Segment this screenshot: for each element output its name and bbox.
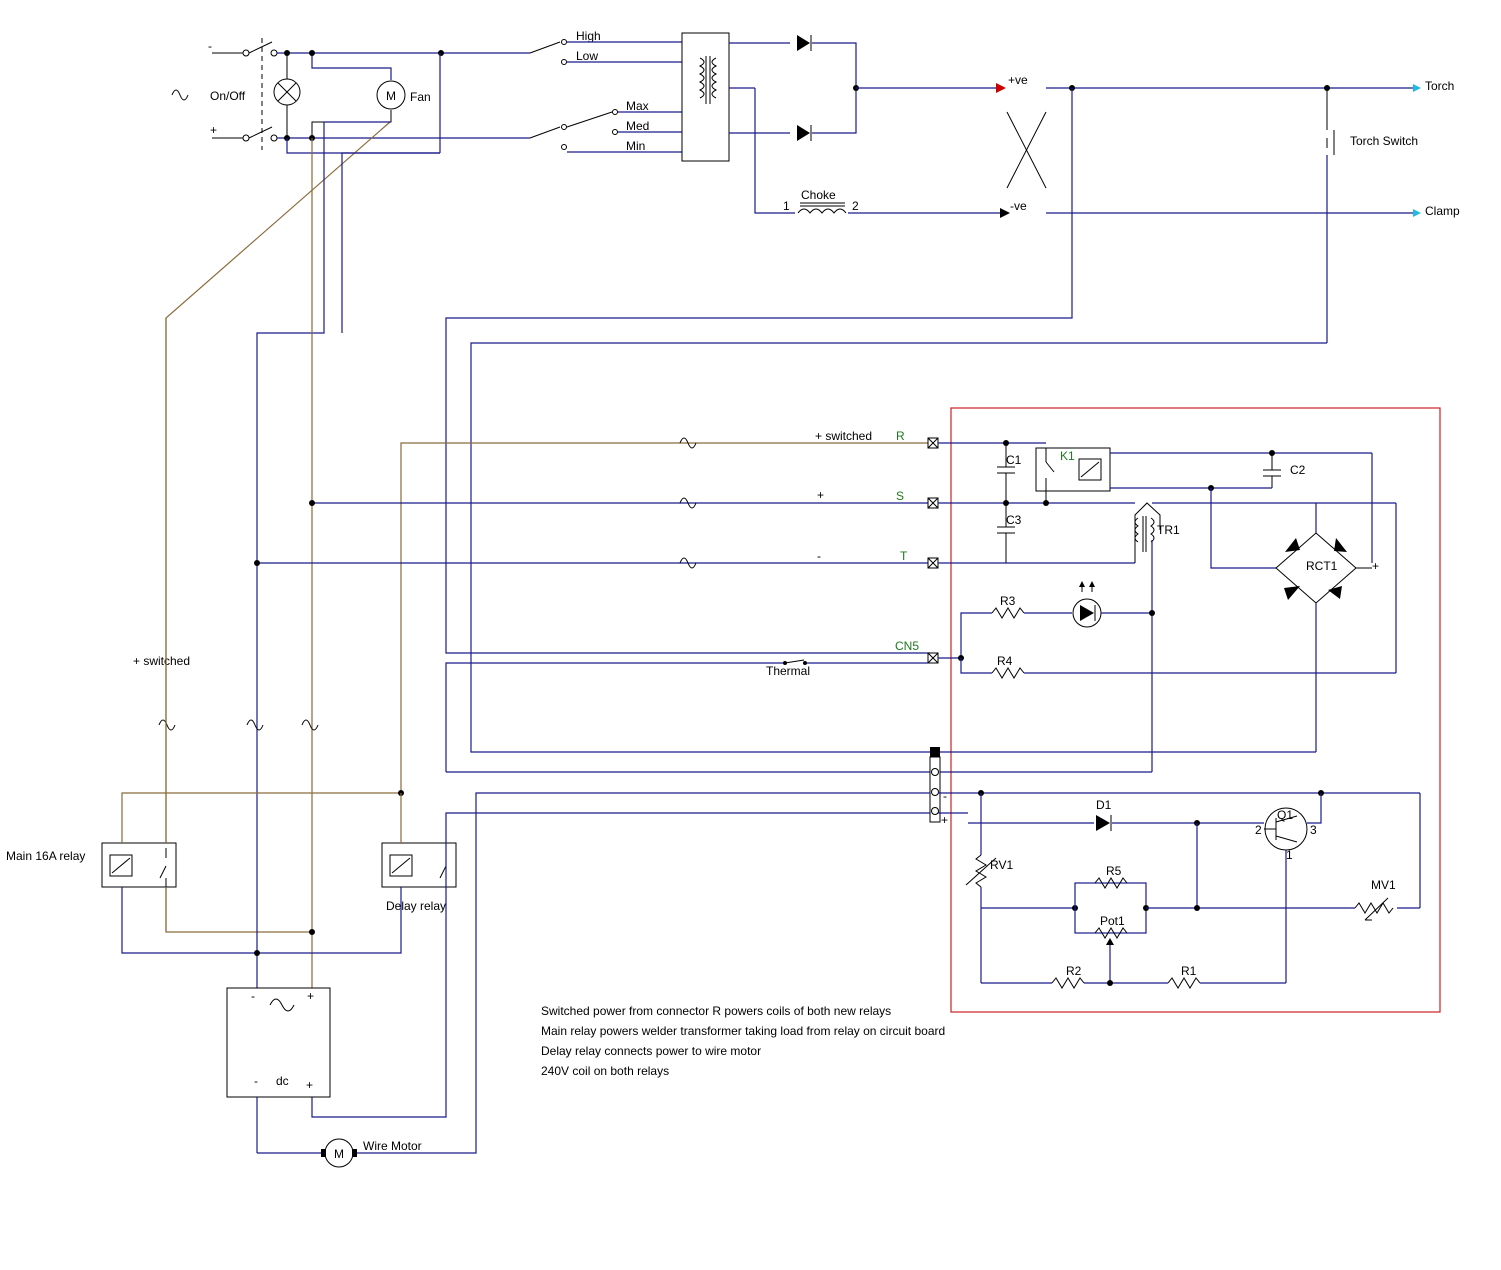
r3-label: R3 xyxy=(1000,594,1016,608)
fan-m-glyph: M xyxy=(386,89,396,103)
fan-label: Fan xyxy=(410,90,431,104)
torch-label: Torch xyxy=(1425,79,1454,93)
dc-power-supply: - + - dc + xyxy=(226,987,331,1154)
connector-r-row: + switched R xyxy=(400,429,939,793)
rct1-label: RCT1 xyxy=(1306,559,1338,573)
main-16a-relay: Main 16A relay xyxy=(6,318,404,954)
q1-pin3-label: 3 xyxy=(1310,823,1317,837)
blue-feed-1 xyxy=(256,121,390,1097)
delay-relay-label: Delay relay xyxy=(386,899,446,913)
mv1-label: MV1 xyxy=(1371,878,1396,892)
led-indicator: R3 R4 xyxy=(938,581,1396,679)
med-label: Med xyxy=(626,119,649,133)
connector-cn5-row: CN5 Thermal xyxy=(445,639,939,772)
connector-cn5-label: CN5 xyxy=(895,639,919,653)
psu-minus-bottom: - xyxy=(254,1074,258,1088)
range-selector-switches: High Low Max Med Min xyxy=(438,29,682,153)
polarity-cross xyxy=(1006,111,1047,189)
note-line-3: Delay relay connects power to wire motor xyxy=(541,1044,761,1058)
main-transformer xyxy=(681,32,790,162)
on-off-label: On/Off xyxy=(210,89,246,103)
q1-pin2-label: 2 xyxy=(1255,823,1262,837)
q1-pin1-label: 1 xyxy=(1286,848,1293,862)
t-minus-label: - xyxy=(817,549,821,563)
high-label: High xyxy=(576,29,601,43)
r2-label: R2 xyxy=(1066,964,1082,978)
psu-dc-label: dc xyxy=(276,1074,289,1088)
psu-plus-top: + xyxy=(307,989,314,1003)
thermal-label: Thermal xyxy=(766,664,810,678)
note-line-2: Main relay powers welder transformer tak… xyxy=(541,1024,945,1038)
connector-t-label: T xyxy=(900,549,908,563)
mains-minus-label: - xyxy=(208,39,212,53)
relay-k1: K1 C2 xyxy=(1035,447,1373,569)
connector-s-row: + S xyxy=(309,488,939,509)
psu-plus-bottom: + xyxy=(306,1078,313,1092)
main-relay-label: Main 16A relay xyxy=(6,849,85,863)
notes-block: Switched power from connector R powers c… xyxy=(541,1004,945,1078)
tr1-label: TR1 xyxy=(1157,523,1180,537)
d1-label: D1 xyxy=(1096,798,1112,812)
delay-relay: Delay relay xyxy=(254,793,457,1118)
choke-label: Choke xyxy=(801,188,836,202)
r1-label: R1 xyxy=(1181,964,1197,978)
c3-label: C3 xyxy=(1006,513,1022,527)
board-header: - + xyxy=(929,747,1420,827)
note-line-4: 240V coil on both relays xyxy=(541,1064,669,1078)
low-label: Low xyxy=(576,49,598,63)
clamp-output: Clamp xyxy=(1046,204,1460,218)
blue-feed-2 xyxy=(341,152,440,333)
wire-motor-label: Wire Motor xyxy=(363,1139,422,1153)
header-plus-label: + xyxy=(941,813,948,827)
r4-label: R4 xyxy=(997,654,1013,668)
rv1-label: RV1 xyxy=(990,858,1013,872)
connector-s-label: S xyxy=(896,489,904,503)
torch-switch-label: Torch Switch xyxy=(1350,134,1418,148)
bridge-rectifier-rct1: RCT1 + xyxy=(938,502,1397,753)
torch-output: Torch Torch Switch xyxy=(1046,79,1454,343)
board-top-section: C1 C3 TR1 xyxy=(446,440,1180,773)
q1-label: Q1 xyxy=(1277,808,1293,822)
torch-sense-wire xyxy=(445,88,1073,654)
choke-pin1: 1 xyxy=(783,199,790,213)
timer-circuit: RV1 D1 Q1 2 3 1 R5 Pot1 xyxy=(965,790,1421,989)
plus-ve-label: +ve xyxy=(1008,73,1028,87)
mains-plus-label: + xyxy=(210,123,217,137)
indicator-lamp xyxy=(273,50,440,141)
connector-t-row: - T xyxy=(254,549,939,569)
note-line-1: Switched power from connector R powers c… xyxy=(541,1004,891,1018)
switched-left-label: + switched xyxy=(133,654,190,668)
c1-label: C1 xyxy=(1006,453,1022,467)
fan-motor: M Fan xyxy=(309,50,431,141)
psu-minus-top: - xyxy=(251,989,255,1003)
s-plus-label: + xyxy=(817,488,824,502)
wire-motor-m: M xyxy=(334,1147,344,1161)
brown-feed-1 xyxy=(165,121,391,933)
k1-label: K1 xyxy=(1060,449,1075,463)
on-off-switch xyxy=(212,38,278,150)
output-rectifier: +ve xyxy=(797,35,1028,141)
switched-r-label: + switched xyxy=(815,429,872,443)
max-label: Max xyxy=(626,99,649,113)
pot1-label: Pot1 xyxy=(1100,914,1125,928)
min-label: Min xyxy=(626,139,645,153)
header-minus-label: - xyxy=(943,789,947,803)
wire-motor: M Wire Motor xyxy=(321,792,930,1168)
switch-return-wire xyxy=(470,342,1327,753)
mains-input: - + On/Off xyxy=(171,39,246,137)
choke-pin2: 2 xyxy=(852,199,859,213)
minus-ve-label: -ve xyxy=(1010,199,1027,213)
control-board-outline xyxy=(950,407,1441,1013)
choke: 1 Choke 2 -ve xyxy=(754,88,1027,218)
c2-label: C2 xyxy=(1290,463,1306,477)
rct1-plus-label: + xyxy=(1372,559,1379,573)
connector-r-label: R xyxy=(896,429,905,443)
clamp-label: Clamp xyxy=(1425,204,1460,218)
r5-label: R5 xyxy=(1106,864,1122,878)
